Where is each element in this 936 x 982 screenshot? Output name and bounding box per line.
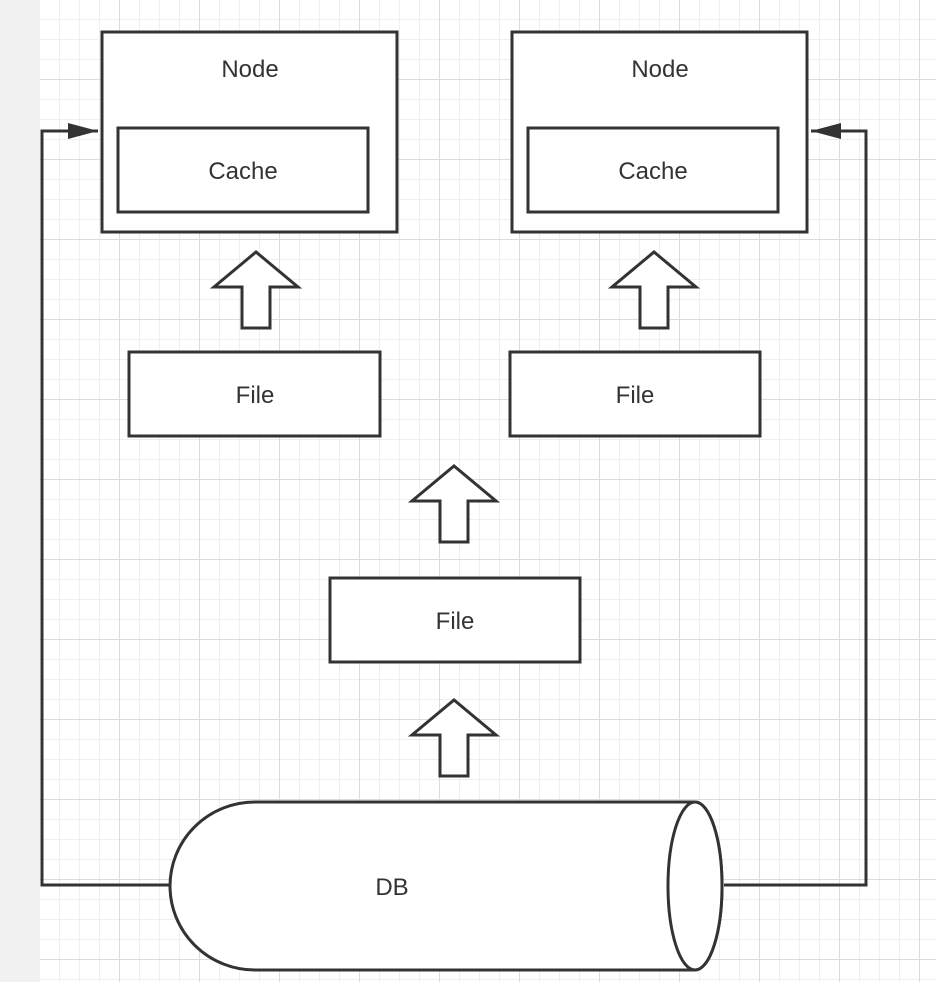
- right-cache-label: Cache: [618, 158, 687, 185]
- left-file-label: File: [236, 382, 275, 409]
- database-end-cap[interactable]: [666, 800, 724, 972]
- right-file[interactable]: File: [508, 350, 762, 438]
- left-cache-label: Cache: [208, 158, 277, 185]
- left-file[interactable]: File: [127, 350, 382, 438]
- connector-db-to-left-node[interactable]: [40, 123, 170, 887]
- right-file-label: File: [616, 382, 655, 409]
- connector-db-to-right-node[interactable]: [724, 123, 868, 887]
- database-cylinder[interactable]: DB: [168, 800, 724, 972]
- database-label: DB: [375, 874, 408, 901]
- center-file-label: File: [436, 608, 475, 635]
- right-node[interactable]: Node Cache: [510, 30, 809, 234]
- left-node[interactable]: Node Cache: [100, 30, 399, 234]
- right-node-title: Node: [631, 56, 688, 83]
- up-arrow-center-file-to-files[interactable]: [407, 464, 501, 544]
- up-arrow-left-file-to-node[interactable]: [209, 250, 303, 330]
- center-file-box[interactable]: [328, 576, 582, 664]
- up-arrow-db-to-center-file[interactable]: [407, 698, 501, 778]
- left-cache-box[interactable]: [116, 126, 370, 214]
- right-cache-box[interactable]: [526, 126, 780, 214]
- left-file-box[interactable]: [127, 350, 382, 438]
- right-file-box[interactable]: [508, 350, 762, 438]
- left-node-title: Node: [221, 56, 278, 83]
- center-file[interactable]: File: [328, 576, 582, 664]
- up-arrow-right-file-to-node[interactable]: [607, 250, 701, 330]
- database-body[interactable]: [168, 800, 724, 972]
